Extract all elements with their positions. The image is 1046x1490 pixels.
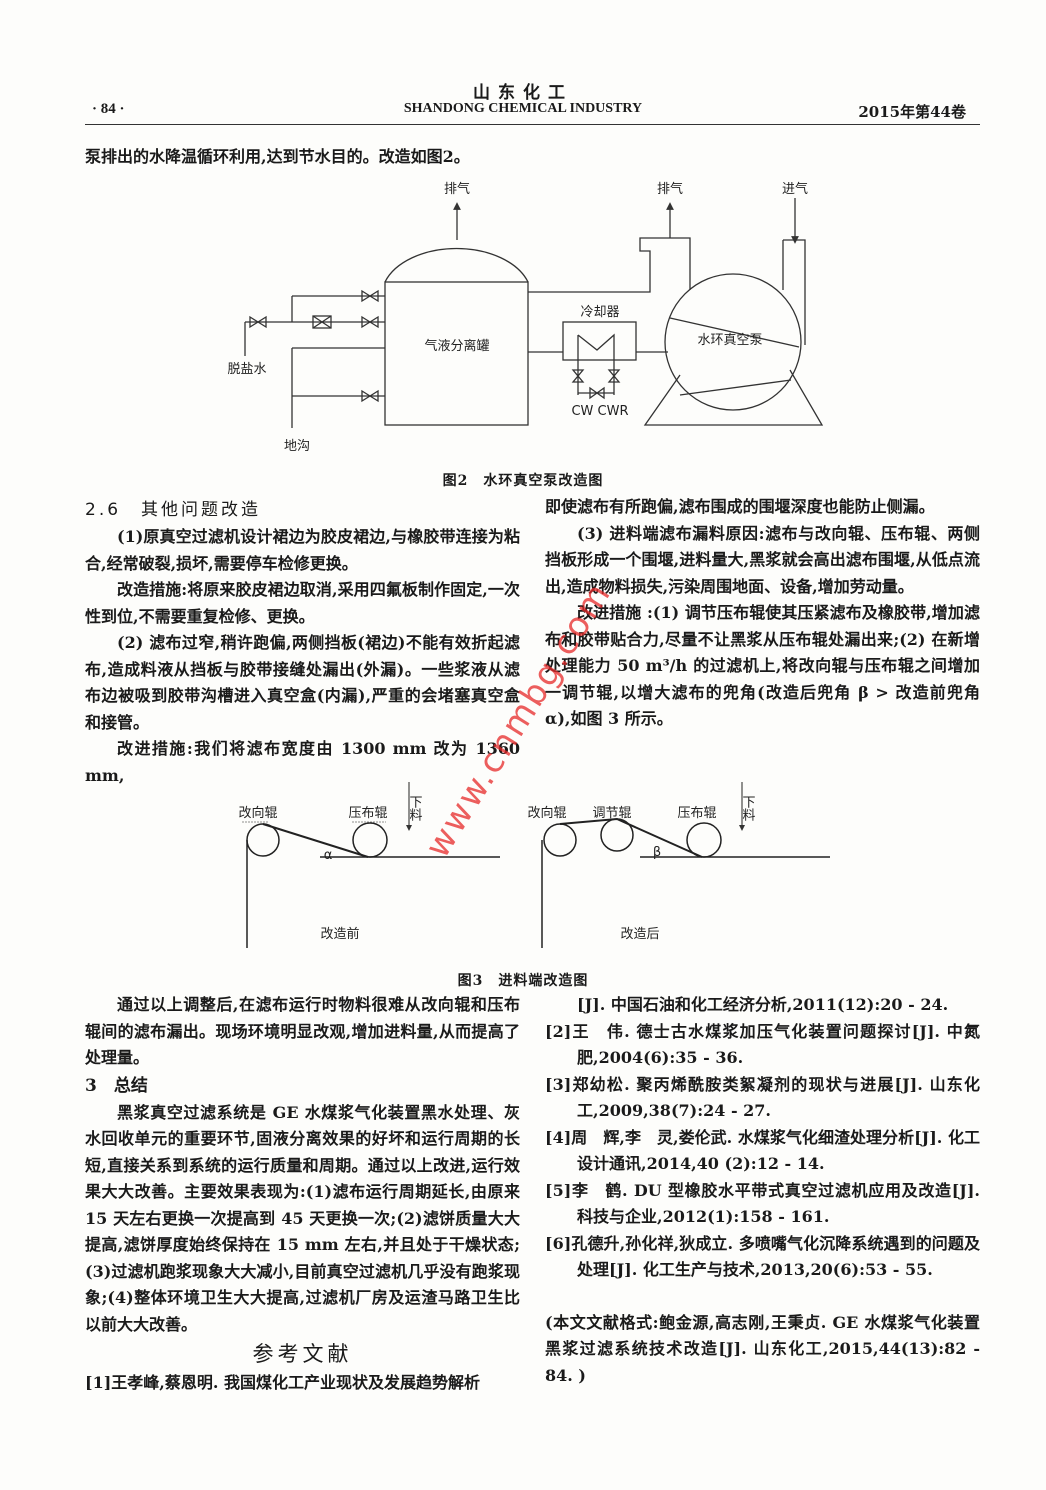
before-diagram: [242, 782, 500, 948]
valve-icon: [361, 389, 379, 403]
valve-icon: [361, 315, 379, 329]
feed-label: 下料: [740, 795, 756, 821]
pump-label: 水环真空泵: [697, 333, 762, 348]
cooler: [528, 321, 668, 400]
section-heading: 2.6 其他问题改造: [85, 500, 262, 520]
press-roller-label: 压布辊: [348, 806, 387, 821]
valve-icon: [607, 369, 621, 383]
valve-icon: [571, 369, 585, 383]
figure-2-diagram: 排气 排气 进气 气液分离罐 冷却器 水环真空泵 脱盐水 地沟 CW CWR: [227, 181, 824, 454]
header-rule: [85, 124, 980, 125]
reference-item: [6]孔德升,孙化祥,狄成立. 多喷嘴气化沉降系统遇到的问题及处理[J]. 化工…: [545, 1233, 980, 1280]
figure-3-diagram: 改向辊 压布辊 α 改造前 下料 改向辊 调节辊 压布辊 β 改造后 下料: [238, 782, 830, 948]
reference-item: [2]王 伟. 德士古水煤浆加压气化装置问题探讨[J]. 中氮肥,2004(6)…: [545, 1021, 980, 1068]
figure-2-caption: 图2 水环真空泵改造图: [442, 473, 604, 489]
left-piping: [244, 289, 385, 428]
reference-item: [1]王孝峰,蔡恩明. 我国煤化工产业现状及发展趋势解析: [85, 1373, 480, 1392]
figure-3-caption: 图3 进料端改造图: [457, 973, 589, 989]
tank-label: 气液分离罐: [424, 338, 489, 354]
valve-box-icon: [312, 315, 332, 329]
section-2-6: 2.6 其他问题改造 (1)原真空过滤机设计裙边为胶皮裙边,与橡胶带连接为粘合,…: [85, 496, 520, 789]
turn-roller-label: 改向辊: [527, 805, 566, 821]
paragraph: (1)原真空过滤机设计裙边为胶皮裙边,与橡胶带连接为粘合,经常破裂,损坏,需要停…: [85, 527, 520, 573]
angle-alpha: α: [324, 848, 333, 863]
after-label: 改造后: [620, 927, 659, 942]
desalted-water-label: 脱盐水: [227, 362, 266, 377]
cw-label: CW CWR: [571, 404, 628, 419]
paragraph: 改造措施:将原来胶皮裙边取消,采用四氟板制作固定,一次性到位,不需要重复检修、更…: [85, 580, 520, 626]
cooler-label: 冷却器: [580, 305, 619, 320]
press-roller-label: 压布辊: [677, 806, 716, 821]
reference-item: [4]周 辉,李 灵,娄伦武. 水煤浆气化细渣处理分析[J]. 化工设计通讯,2…: [545, 1127, 980, 1174]
paragraph: (2) 滤布过窄,稍许跑偏,两侧挡板(裙边)不能有效折起滤布,造成料液从挡板与胶…: [85, 633, 520, 732]
drain-label: 地沟: [284, 439, 310, 454]
journal-title-cn: 山东化工: [473, 83, 573, 103]
angle-beta: β: [653, 845, 661, 860]
intro-line: 泵排出的水降温循环利用,达到节水目的。改造如图2。: [85, 147, 470, 166]
section-heading: 3 总结: [85, 1075, 148, 1096]
vacuum-pump: [528, 198, 824, 426]
adjust-roller-label: 调节辊: [592, 806, 631, 821]
valve-icon: [589, 386, 605, 400]
page-number: · 84 ·: [92, 101, 125, 117]
journal-title-en: SHANDONG CHEMICAL INDUSTRY: [403, 101, 643, 116]
feed-label: 下料: [407, 795, 423, 821]
citation-format: (本文文献格式:鲍金源,高志刚,王秉贞. GE 水煤浆气化装置黑浆过滤系统技术改…: [545, 1312, 980, 1385]
separator-tank: [384, 202, 529, 426]
vent-label: 排气: [444, 181, 470, 197]
intake-label: 进气: [782, 181, 808, 197]
paragraph: 通过以上调整后,在滤布运行时物料很难从改向辊和压布辊间的滤布漏出。现场环境明显改…: [85, 995, 520, 1067]
after-diagram: [541, 782, 830, 948]
paragraph: 改进措施:我们将滤布宽度由 1300 mm 改为 1360 mm,: [85, 739, 520, 785]
right-column-bottom: [J]. 中国石油和化工经济分析,2011(12):20 - 24. [2]王 …: [545, 992, 980, 1389]
reference-item: [3]郑幼松. 聚丙烯酰胺类絮凝剂的现状与进展[J]. 山东化工,2009,38…: [545, 1074, 980, 1121]
volume-info: 2015年第44卷: [858, 103, 966, 121]
left-column-bottom: 通过以上调整后,在滤布运行时物料很难从改向辊和压布辊间的滤布漏出。现场环境明显改…: [85, 992, 520, 1397]
valve-icon: [361, 289, 379, 303]
paragraph: 黑浆真空过滤系统是 GE 水煤浆气化装置黑水处理、灰水回收单元的重要环节,固液分…: [85, 1102, 520, 1334]
reference-item: [J]. 中国石油和化工经济分析,2011(12):20 - 24.: [577, 995, 949, 1014]
paragraph: 即使滤布有所跑偏,滤布围成的围堰深度也能防止侧漏。: [545, 497, 935, 516]
valve-icon: [249, 315, 267, 329]
vent-label: 排气: [657, 181, 683, 197]
paragraph: (3) 进料端滤布漏料原因:滤布与改向辊、压布辊、两侧挡板形成一个围堰,进料量大…: [545, 523, 980, 596]
before-label: 改造前: [320, 926, 359, 942]
right-column-top: 即使滤布有所跑偏,滤布围成的围堰深度也能防止侧漏。 (3) 进料端滤布漏料原因:…: [545, 494, 980, 733]
turn-roller-label: 改向辊: [238, 805, 277, 821]
references-heading: 参考文献: [252, 1342, 353, 1366]
reference-item: [5]李 鹤. DU 型橡胶水平带式真空过滤机应用及改造[J]. 科技与企业,2…: [545, 1180, 980, 1227]
paragraph: 改进措施 :(1) 调节压布辊使其压紧滤布及橡胶带,增加滤布和胶带贴合力,尽量不…: [545, 603, 980, 728]
